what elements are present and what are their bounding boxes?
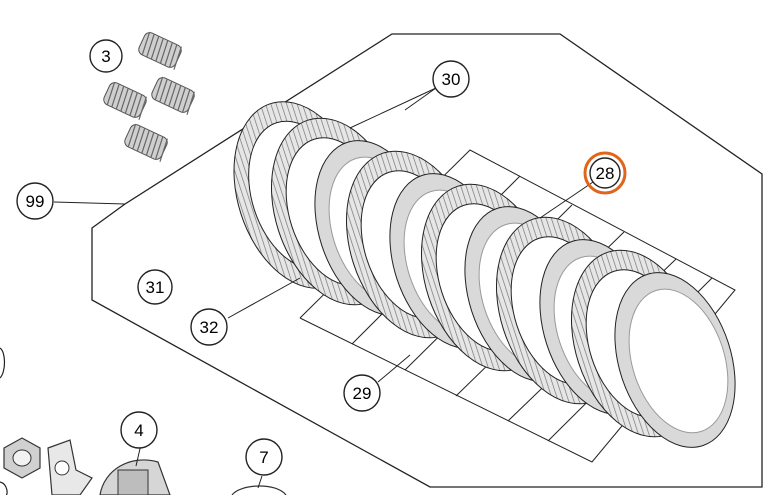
callout-99: 99 — [16, 182, 54, 220]
nut-icon — [3, 437, 41, 479]
callout-3: 3 — [89, 39, 123, 73]
spring-icon — [138, 31, 182, 70]
partial-circle-left-bottom — [0, 481, 8, 495]
callout-31-label: 31 — [146, 278, 165, 297]
clutch-disc-stack — [233, 101, 736, 448]
clutch-disc-icon — [614, 272, 736, 448]
spring-icon — [103, 81, 147, 120]
spring-icon — [124, 123, 168, 162]
leader-lines — [53, 87, 597, 383]
callout-28-highlighted: 28 — [583, 151, 627, 195]
callout-7: 7 — [245, 438, 283, 476]
callout-29: 29 — [343, 374, 381, 412]
partial-ring-icon — [231, 475, 287, 495]
lock-washer-icon — [47, 439, 93, 495]
callout-30: 30 — [432, 60, 470, 98]
callout-32: 32 — [190, 308, 228, 346]
spring-icon — [151, 76, 195, 115]
callout-4-label: 4 — [134, 421, 143, 440]
callout-7-label: 7 — [259, 448, 268, 467]
callout-4: 4 — [120, 411, 158, 449]
callout-30-label: 30 — [442, 70, 461, 89]
callout-29-label: 29 — [353, 384, 372, 403]
callout-3-label: 3 — [101, 47, 110, 66]
partial-circle-left-edge — [0, 347, 6, 379]
callout-31: 31 — [137, 269, 173, 305]
callout-28-label: 28 — [596, 164, 615, 183]
clutch-springs — [103, 31, 195, 162]
callout-32-label: 32 — [200, 318, 219, 337]
hub-icon — [99, 439, 171, 495]
assembly-kit-outline — [91, 33, 763, 488]
callout-99-label: 99 — [26, 192, 45, 211]
